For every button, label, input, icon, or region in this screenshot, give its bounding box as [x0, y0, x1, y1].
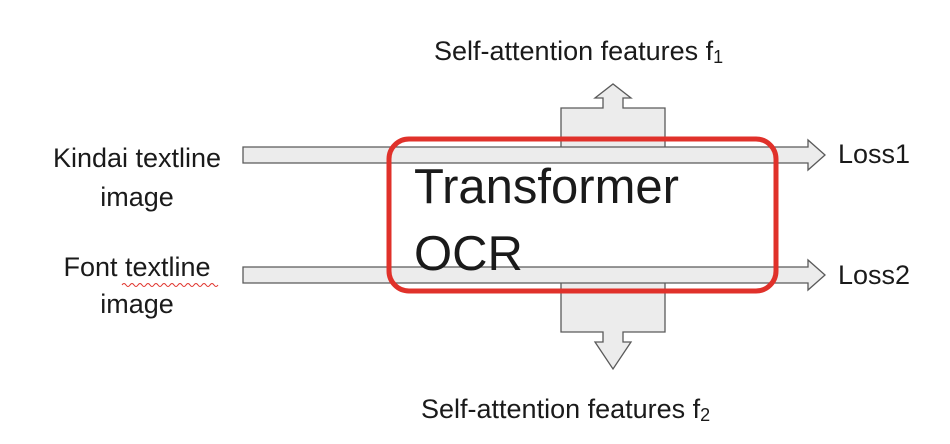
kindai-input-label-line1: Kindai textline — [53, 143, 221, 173]
bottom-feature-label: Self-attention features f2 — [421, 394, 710, 425]
spellcheck-underline — [121, 283, 219, 287]
model-title-line2: OCR — [414, 227, 523, 281]
bottom-feature-label-text: Self-attention features f — [421, 394, 701, 424]
bottom-feature-label-subscript: 2 — [700, 405, 710, 425]
top-feature-label-text: Self-attention features f — [434, 36, 714, 66]
transformer-ocr-box — [386, 136, 779, 294]
up-arrow-icon — [560, 83, 666, 153]
loss1-label: Loss1 — [838, 139, 910, 169]
top-feature-label: Self-attention features f1 — [434, 36, 723, 67]
font-input-label-line2: image — [100, 289, 174, 319]
model-title-line1: Transformer — [414, 160, 679, 214]
loss2-label: Loss2 — [838, 260, 910, 290]
down-arrow-icon — [560, 281, 666, 371]
kindai-input-label-line2: image — [100, 182, 174, 212]
font-flow-arrow-icon — [242, 258, 826, 292]
font-input-label-line1: Font textline — [63, 252, 210, 282]
top-feature-label-subscript: 1 — [713, 47, 723, 67]
